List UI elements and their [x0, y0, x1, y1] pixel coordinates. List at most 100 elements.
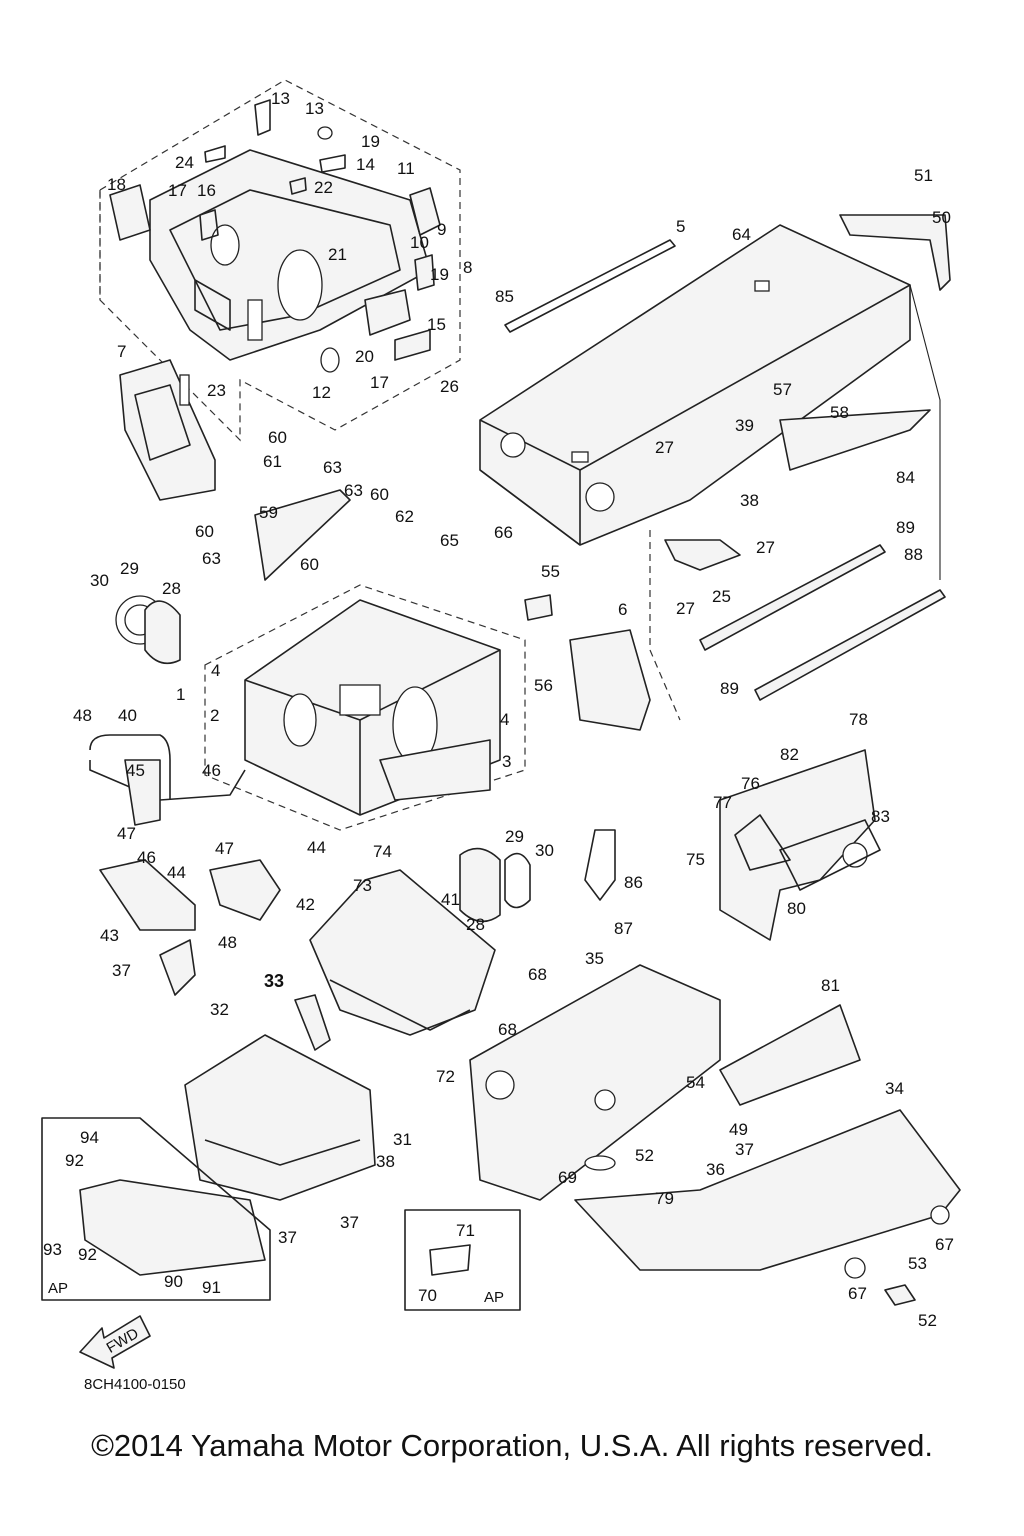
callout-24: 24	[175, 153, 194, 172]
callout-37d: 37	[340, 1213, 359, 1232]
callout-13a: 13	[271, 89, 290, 108]
callout-3: 3	[502, 752, 511, 771]
callout-54: 54	[686, 1073, 705, 1092]
callout-93: 93	[43, 1240, 62, 1259]
callout-6: 6	[618, 600, 627, 619]
callout-8: 8	[463, 258, 472, 277]
callout-4b: 4	[500, 710, 509, 729]
callout-43: 43	[100, 926, 119, 945]
callout-57: 57	[773, 380, 792, 399]
ap-label-left: AP	[48, 1280, 68, 1297]
callout-16: 16	[197, 181, 216, 200]
callout-92b: 92	[78, 1245, 97, 1264]
fwd-arrow: FWD	[79, 1315, 151, 1369]
callout-46a: 46	[202, 761, 221, 780]
callout-79: 79	[655, 1189, 674, 1208]
callout-29b: 29	[505, 827, 524, 846]
callout-64: 64	[732, 225, 751, 244]
callout-66: 66	[494, 523, 513, 542]
callout-75: 75	[686, 850, 705, 869]
main-frame-group	[204, 489, 651, 831]
callout-18: 18	[107, 175, 126, 194]
callout-41: 41	[441, 890, 460, 909]
callout-56: 56	[534, 676, 553, 695]
callout-4a: 4	[211, 661, 220, 680]
callout-37c: 37	[278, 1228, 297, 1247]
callout-1: 1	[176, 685, 185, 704]
callout-7: 7	[117, 342, 126, 361]
callout-34: 34	[885, 1079, 904, 1098]
copyright-notice: ©2014 Yamaha Motor Corporation, U.S.A. A…	[91, 1428, 933, 1463]
bumper-group	[89, 595, 616, 996]
callout-89b: 89	[720, 679, 739, 698]
callout-32: 32	[210, 1000, 229, 1019]
callout-85: 85	[495, 287, 514, 306]
callout-44a: 44	[307, 838, 326, 857]
callout-30a: 30	[90, 571, 109, 590]
callout-11: 11	[397, 159, 415, 178]
callouts: 13 13 19 24 14 11 18 17 16 22 9 10 21 8 …	[43, 89, 954, 1330]
callout-38a: 38	[740, 491, 759, 510]
callout-91: 91	[202, 1278, 221, 1297]
callout-69: 69	[558, 1168, 577, 1187]
callout-94: 94	[80, 1128, 99, 1147]
callout-78: 78	[849, 710, 868, 729]
callout-74: 74	[373, 842, 392, 861]
callout-47b: 47	[215, 839, 234, 858]
callout-52a: 52	[635, 1146, 654, 1165]
callout-51: 51	[914, 166, 933, 185]
callout-76: 76	[741, 774, 760, 793]
callout-27b: 27	[756, 538, 775, 557]
callout-23: 23	[207, 381, 226, 400]
callout-9: 9	[437, 220, 446, 239]
callout-12: 12	[312, 383, 331, 402]
callout-13b: 13	[305, 99, 324, 118]
callout-47a: 47	[117, 824, 136, 843]
callout-17b: 17	[370, 373, 389, 392]
callout-36: 36	[706, 1160, 725, 1179]
callout-63b: 63	[344, 481, 363, 500]
callout-45: 45	[126, 761, 145, 780]
callout-61: 61	[263, 452, 282, 471]
callout-59: 59	[259, 503, 278, 522]
callout-48a: 48	[73, 706, 92, 725]
callout-37a: 37	[112, 961, 131, 980]
callout-81: 81	[821, 976, 840, 995]
callout-67a: 67	[935, 1235, 954, 1254]
callout-87: 87	[614, 919, 633, 938]
part-number-code: 8CH4100-0150	[84, 1376, 186, 1393]
callout-90: 90	[164, 1272, 183, 1291]
callout-28b: 28	[466, 915, 485, 934]
callout-21: 21	[328, 245, 347, 264]
callout-30b: 30	[535, 841, 554, 860]
tunnel-group	[479, 214, 951, 721]
callout-88: 88	[904, 545, 923, 564]
callout-58: 58	[830, 403, 849, 422]
callout-53: 53	[908, 1254, 927, 1273]
callout-60a: 60	[268, 428, 287, 447]
callout-42: 42	[296, 895, 315, 914]
callout-33: 33	[264, 971, 284, 991]
callout-17a: 17	[168, 181, 187, 200]
callout-29a: 29	[120, 559, 139, 578]
callout-38b: 38	[376, 1152, 395, 1171]
callout-28a: 28	[162, 579, 181, 598]
callout-48b: 48	[218, 933, 237, 952]
callout-67b: 67	[848, 1284, 867, 1303]
callout-14: 14	[356, 155, 375, 174]
ap-label-right: AP	[484, 1289, 504, 1306]
callout-77: 77	[713, 793, 732, 812]
callout-71: 71	[456, 1221, 475, 1240]
callout-55: 55	[541, 562, 560, 581]
callout-19b: 19	[430, 265, 449, 284]
callout-49: 49	[729, 1120, 748, 1139]
callout-22: 22	[314, 178, 333, 197]
callout-80: 80	[787, 899, 806, 918]
callout-2: 2	[210, 706, 219, 725]
callout-46b: 46	[137, 848, 156, 867]
callout-50: 50	[932, 208, 951, 227]
callout-92a: 92	[65, 1151, 84, 1170]
callout-73: 73	[353, 876, 372, 895]
callout-65: 65	[440, 531, 459, 550]
callout-20: 20	[355, 347, 374, 366]
